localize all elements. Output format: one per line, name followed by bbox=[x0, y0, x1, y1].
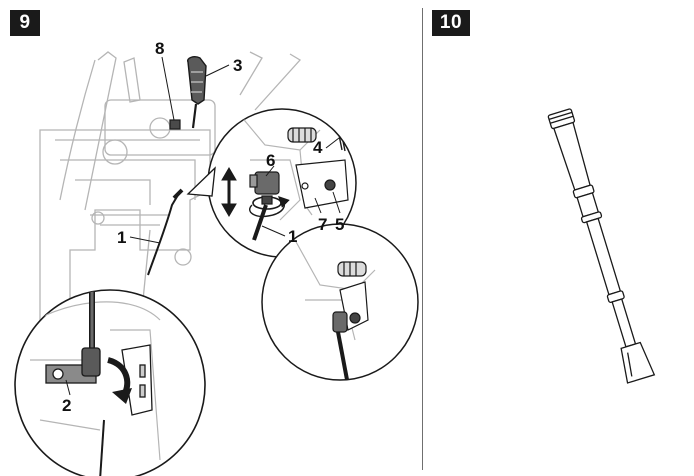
detail-pointer bbox=[186, 166, 216, 197]
callout-6: 6 bbox=[266, 151, 275, 170]
lever-8 bbox=[169, 119, 181, 130]
callout-4: 4 bbox=[313, 138, 323, 157]
step-number-badge-9: 9 bbox=[10, 10, 40, 36]
handle-rod-part bbox=[547, 108, 656, 384]
callout-5: 5 bbox=[335, 215, 344, 234]
callout-7: 7 bbox=[318, 215, 327, 234]
callout-2: 2 bbox=[62, 396, 71, 415]
callout-3: 3 bbox=[233, 56, 242, 75]
figure-divider bbox=[422, 8, 423, 470]
callout-1-detail: 1 bbox=[288, 227, 297, 246]
leader-lines-main bbox=[129, 56, 230, 244]
clamp-detail-circle bbox=[14, 289, 206, 476]
crank-handle-3 bbox=[187, 56, 207, 129]
bowden-cable-main bbox=[147, 188, 184, 276]
callout-8: 8 bbox=[155, 39, 164, 58]
step-number-badge-10: 10 bbox=[432, 10, 470, 36]
up-down-arrow bbox=[221, 167, 237, 217]
callout-1-main: 1 bbox=[117, 228, 126, 247]
assembled-detail-circle bbox=[261, 223, 419, 381]
